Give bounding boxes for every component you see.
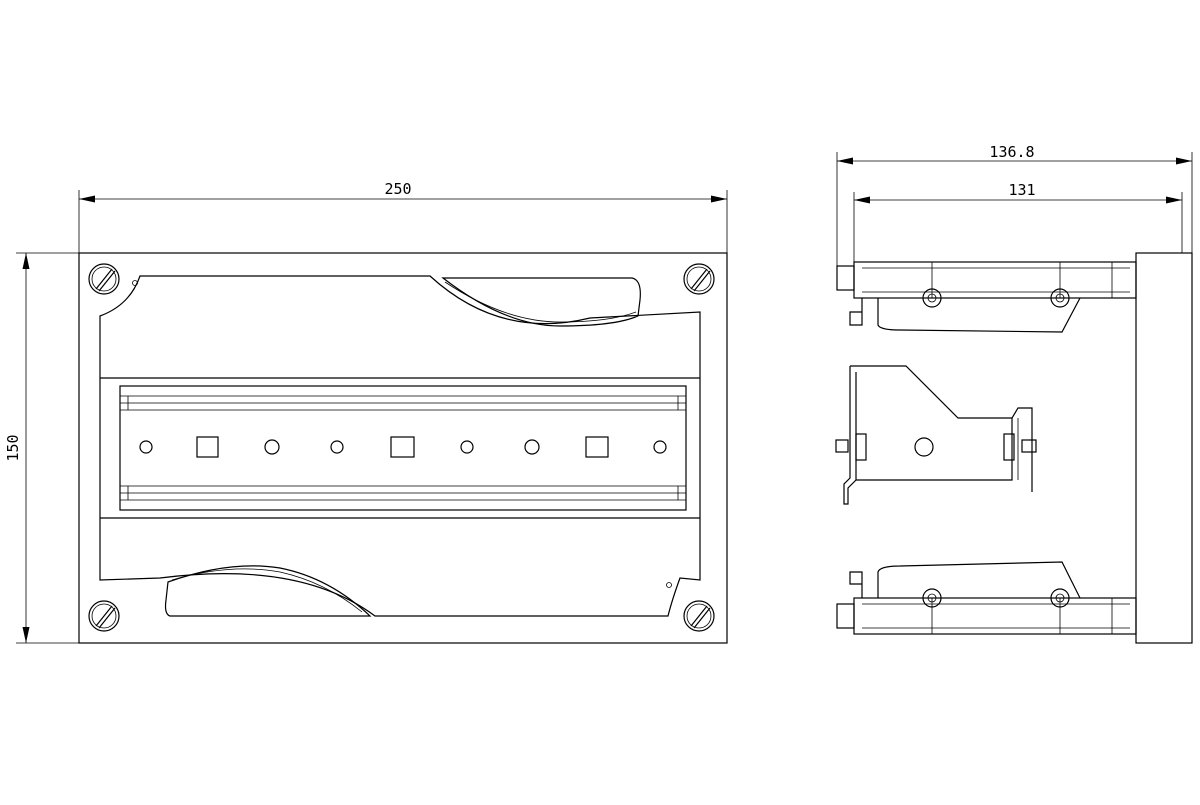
corner-screw-top-left (88, 263, 120, 295)
side-body-depth-label: 131 (1008, 181, 1035, 199)
front-view: 250 150 (4, 180, 728, 644)
din-rail (119, 385, 687, 511)
front-top-window-serration (444, 281, 637, 323)
front-bottom-window (164, 565, 372, 617)
side-view: 136.8 131 (835, 143, 1193, 644)
corner-screw-bottom-left (88, 600, 120, 632)
front-inner-cover (99, 275, 701, 617)
front-small-hole-top (132, 280, 138, 286)
dimension-side-overall: 136.8 (836, 143, 1193, 266)
corner-screw-top-right (683, 263, 715, 295)
front-bottom-window-serration (171, 568, 363, 613)
front-top-window (441, 277, 641, 327)
side-mounting-bracket (835, 365, 1037, 505)
front-width-label: 250 (384, 180, 411, 198)
side-overall-depth-label: 136.8 (989, 143, 1034, 161)
front-small-hole-bottom (666, 582, 672, 588)
side-cover-plate (1135, 252, 1193, 644)
dimension-side-body: 131 (853, 181, 1183, 262)
side-top-profile (836, 261, 1137, 333)
front-outer-frame (78, 252, 728, 644)
corner-screw-bottom-right (683, 600, 715, 632)
front-height-label: 150 (4, 434, 22, 461)
dimension-front-width: 250 (78, 180, 728, 253)
dimension-front-height: 150 (4, 252, 79, 644)
side-bottom-profile (836, 561, 1137, 635)
